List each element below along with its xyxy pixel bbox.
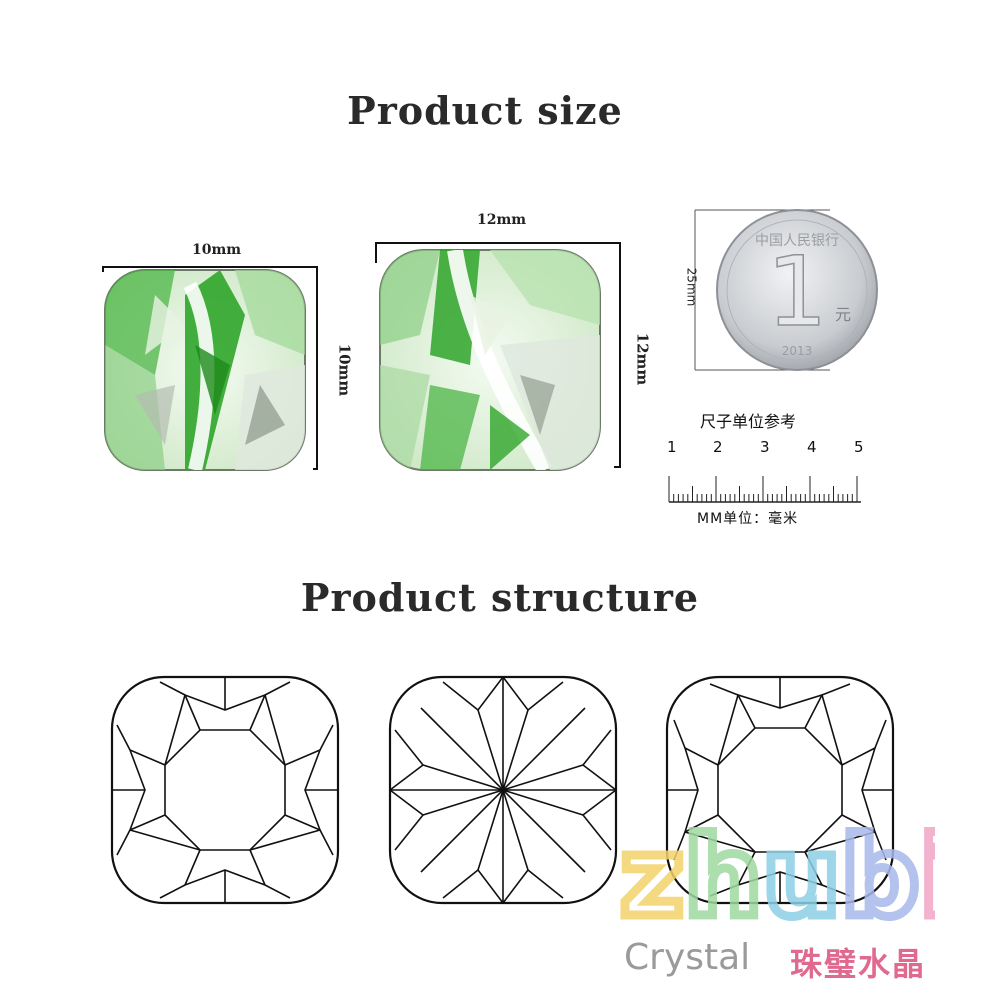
brand-logo-letter: h bbox=[684, 813, 762, 930]
ruler-number-3: 3 bbox=[760, 438, 770, 456]
gem-large-height-label: 12mm bbox=[633, 332, 652, 386]
coin-figure: 1 元 中国人民银行 2013 bbox=[694, 209, 878, 371]
brand-crystal-text: Crystal bbox=[624, 937, 751, 978]
ruler-number-5: 5 bbox=[854, 438, 864, 456]
product-structure-heading: Product structure bbox=[300, 575, 700, 620]
coin-rim-text: 中国人民银行 bbox=[755, 233, 839, 249]
coin-unit: 元 bbox=[835, 305, 851, 324]
brand-logo: zhubi bbox=[616, 810, 936, 930]
ruler-title: 尺子单位参考 bbox=[700, 412, 797, 431]
gem-small-height-label: 10mm bbox=[335, 343, 354, 397]
product-size-heading: Product size bbox=[347, 88, 623, 133]
structure-bottom-view bbox=[388, 675, 618, 905]
ruler-ticks bbox=[668, 476, 861, 503]
brand-chinese-text: 珠璧水晶 bbox=[790, 945, 927, 983]
gem-large-width-label: 12mm bbox=[477, 212, 527, 228]
gem-small-width-label: 10mm bbox=[192, 242, 242, 258]
gem-small-figure bbox=[102, 266, 318, 471]
brand-logo-letter: b bbox=[841, 813, 920, 930]
ruler-number-1: 1 bbox=[667, 438, 677, 456]
structure-side-view bbox=[665, 675, 895, 905]
brand-logo-letter: z bbox=[620, 813, 684, 930]
ruler-number-2: 2 bbox=[713, 438, 723, 456]
gem-large-figure bbox=[375, 242, 621, 471]
brand-logo-letter: i bbox=[919, 813, 935, 930]
brand-logo-letter: u bbox=[762, 813, 840, 930]
ruler-number-4: 4 bbox=[807, 438, 817, 456]
brand-logo-text: zhubi bbox=[620, 813, 935, 930]
structure-top-view bbox=[110, 675, 340, 905]
coin-diameter-label: 25mm bbox=[684, 267, 699, 307]
ruler-unit-label: MM单位：毫米 bbox=[697, 511, 799, 527]
coin-numeral: 1 bbox=[766, 236, 827, 348]
coin-year: 2013 bbox=[782, 344, 813, 358]
ruler: 1 2 3 4 5 MM单位：毫米 bbox=[665, 438, 870, 533]
coin-shape bbox=[716, 209, 878, 371]
